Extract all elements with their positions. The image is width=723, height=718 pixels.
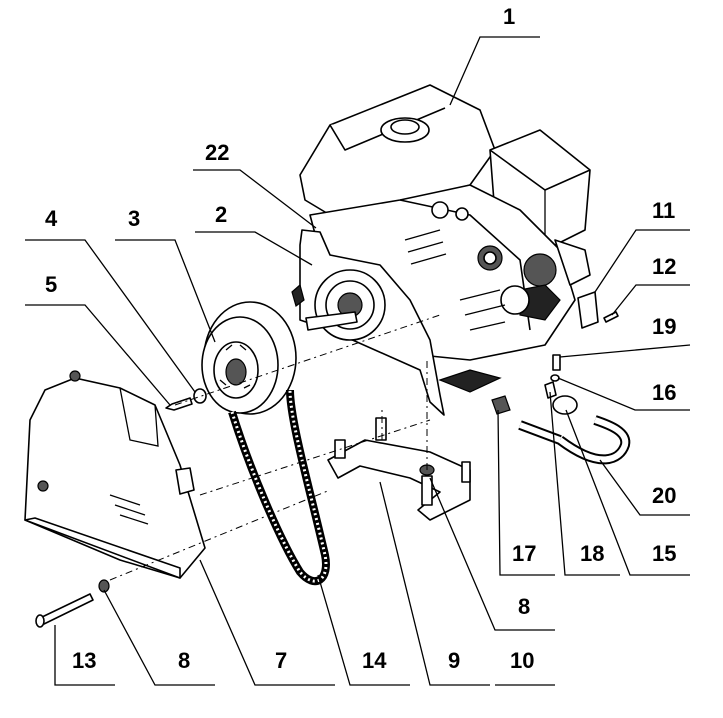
pulley bbox=[201, 301, 297, 415]
callout-20: 20 bbox=[652, 483, 676, 508]
callout-5: 5 bbox=[45, 272, 57, 297]
callout-9: 9 bbox=[448, 648, 460, 673]
callout-12: 12 bbox=[652, 254, 676, 279]
base-plate bbox=[327, 417, 471, 521]
callout-10: 10 bbox=[510, 648, 534, 673]
callout-3: 3 bbox=[128, 206, 140, 231]
callout-18: 18 bbox=[580, 541, 604, 566]
callout-4: 4 bbox=[45, 206, 58, 231]
callout-17: 17 bbox=[512, 541, 536, 566]
callout-2: 2 bbox=[215, 202, 227, 227]
belt-guard bbox=[24, 370, 206, 579]
callout-7: 7 bbox=[275, 648, 287, 673]
callout-8-left: 8 bbox=[178, 648, 190, 673]
callout-14: 14 bbox=[362, 648, 387, 673]
callout-15: 15 bbox=[652, 541, 676, 566]
assembly-lines bbox=[109, 314, 441, 581]
callouts: 1 22 4 3 2 5 11 12 19 16 20 17 18 15 8 1… bbox=[45, 4, 676, 673]
callout-1: 1 bbox=[503, 4, 515, 29]
belt bbox=[228, 389, 330, 586]
mounting-plate bbox=[291, 229, 502, 416]
leader-lines bbox=[25, 36, 691, 686]
callout-19: 19 bbox=[652, 314, 676, 339]
callout-22: 22 bbox=[205, 140, 229, 165]
callout-11: 11 bbox=[652, 198, 675, 223]
callout-8-right: 8 bbox=[518, 594, 530, 619]
callout-16: 16 bbox=[652, 380, 676, 405]
callout-13: 13 bbox=[72, 648, 96, 673]
